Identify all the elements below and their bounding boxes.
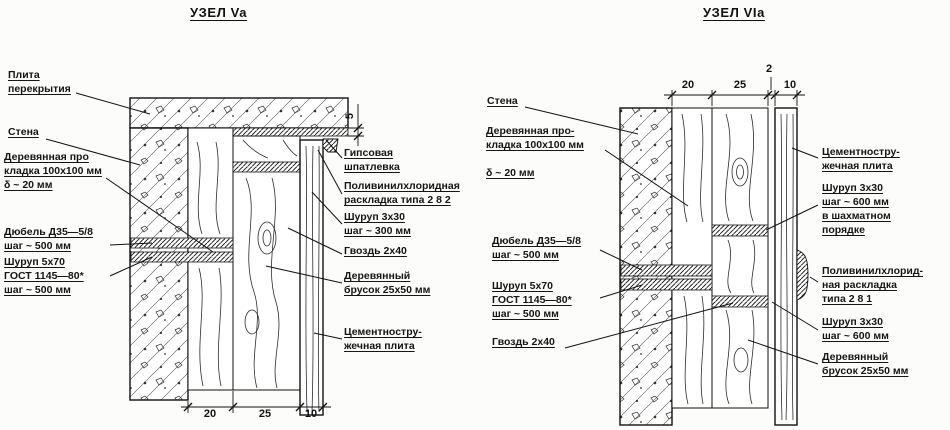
via-leader-csp [791, 147, 819, 159]
via-label-pvc-trim: Поливинилхлорид- ная раскладка типа 2 8 … [822, 265, 924, 305]
via-cement-board [774, 107, 798, 426]
via-nail-band [711, 295, 769, 308]
va-label-floor-slab: Плита перекрытия [8, 69, 71, 95]
va-dim-5: 5 [344, 112, 356, 120]
via-dim-ticks-top [667, 90, 802, 100]
va-leader-csp [313, 332, 343, 340]
va-wood-bar [232, 135, 301, 391]
va-label-wall: Стена [8, 126, 39, 138]
va-dim-20: 20 [203, 408, 217, 420]
va-screw-strip [130, 251, 234, 263]
via-wood-spacer [671, 107, 713, 409]
va-spacer-grain [196, 141, 222, 387]
via-knot [731, 157, 749, 187]
via-drawing [524, 77, 819, 426]
va-knot-2 [244, 309, 260, 335]
va-leader-prokladka [105, 177, 214, 253]
va-knot-inner [262, 229, 272, 247]
via-spacer-grain [681, 113, 705, 405]
va-leader-plita [75, 92, 151, 115]
via-leader-dyubel [599, 249, 643, 271]
va-dowel-strip [130, 237, 234, 249]
va-dim-ticks-bottom [183, 402, 328, 412]
va-dim-10: 10 [304, 408, 318, 420]
va-knot [257, 221, 277, 255]
va-drawing [45, 92, 364, 416]
via-leader-brusok [747, 339, 819, 365]
via-leader-stena [524, 106, 639, 135]
via-dowel-strip [620, 264, 713, 277]
via-leader-shurup330-stagger [765, 204, 819, 231]
via-dim-extension-lines [671, 90, 798, 106]
va-leader-brusok [265, 265, 343, 284]
va-dim5-extensions [348, 127, 364, 137]
via-leader-pvc [809, 276, 819, 283]
via-screw-strip [620, 278, 713, 291]
via-label-wall: Стена [487, 95, 518, 107]
via-dim-20: 20 [681, 79, 695, 91]
via-dim-2: 2 [765, 63, 773, 75]
va-label-wood-bar: Деревянный брусок 25x50 мм [344, 270, 431, 296]
va-wall [129, 127, 189, 401]
via-knot-2 [733, 347, 749, 373]
via-label-screw-stagger: Шуруп 3x30 шаг ~ 600 мм в шахматном поря… [822, 182, 891, 236]
via-wood-bar [711, 107, 769, 409]
va-leader-pvc [317, 149, 343, 195]
va-bar-grain [242, 139, 298, 389]
va-label-screw-3x30: Шуруп 3x30 шаг ~ 300 мм [344, 211, 411, 237]
va-leader-stena [45, 138, 141, 166]
va-label-gypsum-putty: Гипсовая шпатлевка [344, 147, 400, 173]
va-label-dowel: Дюбель Д35—5/8 шаг ~ 500 мм [4, 226, 93, 252]
va-label-nail: Гвоздь 2x40 [344, 245, 407, 257]
va-leader-gips [325, 139, 343, 159]
via-knot-inner [736, 164, 744, 180]
detail-title-via: УЗЕЛ VIa [703, 5, 765, 20]
va-floor-slab [129, 97, 349, 129]
detail-title-va: УЗЕЛ Va [190, 5, 248, 20]
va-leader-dyubel [109, 242, 153, 246]
via-leader-prokladka [604, 149, 689, 207]
via-leader-gvozd [564, 302, 734, 349]
va-label-cement-board: Цементностру- жечная плита [344, 326, 422, 352]
via-label-screw-5x70: Шуруп 5x70 ГОСТ 1145—80* шаг ~ 500 мм [492, 280, 572, 320]
via-label-wood-spacer: Деревянная про- кладка 100x100 мм δ ~ 20… [486, 125, 584, 179]
va-label-screw-5x70: Шуруп 5x70 ГОСТ 1145—80* шаг ~ 500 мм [4, 256, 84, 296]
via-screw-band-upper [711, 224, 769, 237]
via-label-wood-bar: Деревянный брусок 25x50 мм [822, 351, 909, 377]
via-label-screw-3x30: Шуруп 3x30 шаг ~ 600 мм [822, 316, 889, 342]
va-joint-band [232, 161, 301, 173]
via-bar-grain [725, 113, 756, 405]
va-label-wood-spacer: Деревянная про кладка 100x100 мм δ ~ 20 … [4, 151, 102, 191]
va-dim5-ticks [353, 123, 363, 141]
via-leader-shurup330 [771, 301, 819, 331]
va-dim-25: 25 [258, 408, 272, 420]
va-leader-gvozd [287, 227, 343, 255]
va-leader-shurup570 [109, 256, 153, 277]
via-board-grain [780, 113, 794, 421]
va-label-pvc-trim: Поливинилхлоридная раскладка типа 2 8 2 [344, 180, 460, 206]
via-leader-shurup570 [599, 284, 643, 299]
via-label-dowel: Дюбель Д35—5/8 шаг ~ 500 мм [492, 235, 581, 261]
va-gypsum-putty-layer [232, 127, 349, 137]
via-dim-25: 25 [733, 79, 747, 91]
via-label-nail: Гвоздь 2x40 [492, 336, 555, 348]
via-dim-10: 10 [783, 79, 797, 91]
via-pvc-trim [796, 249, 809, 301]
va-leader-shurup330 [311, 191, 343, 225]
via-label-cement-board: Цементностру- жечная плита [822, 146, 900, 172]
